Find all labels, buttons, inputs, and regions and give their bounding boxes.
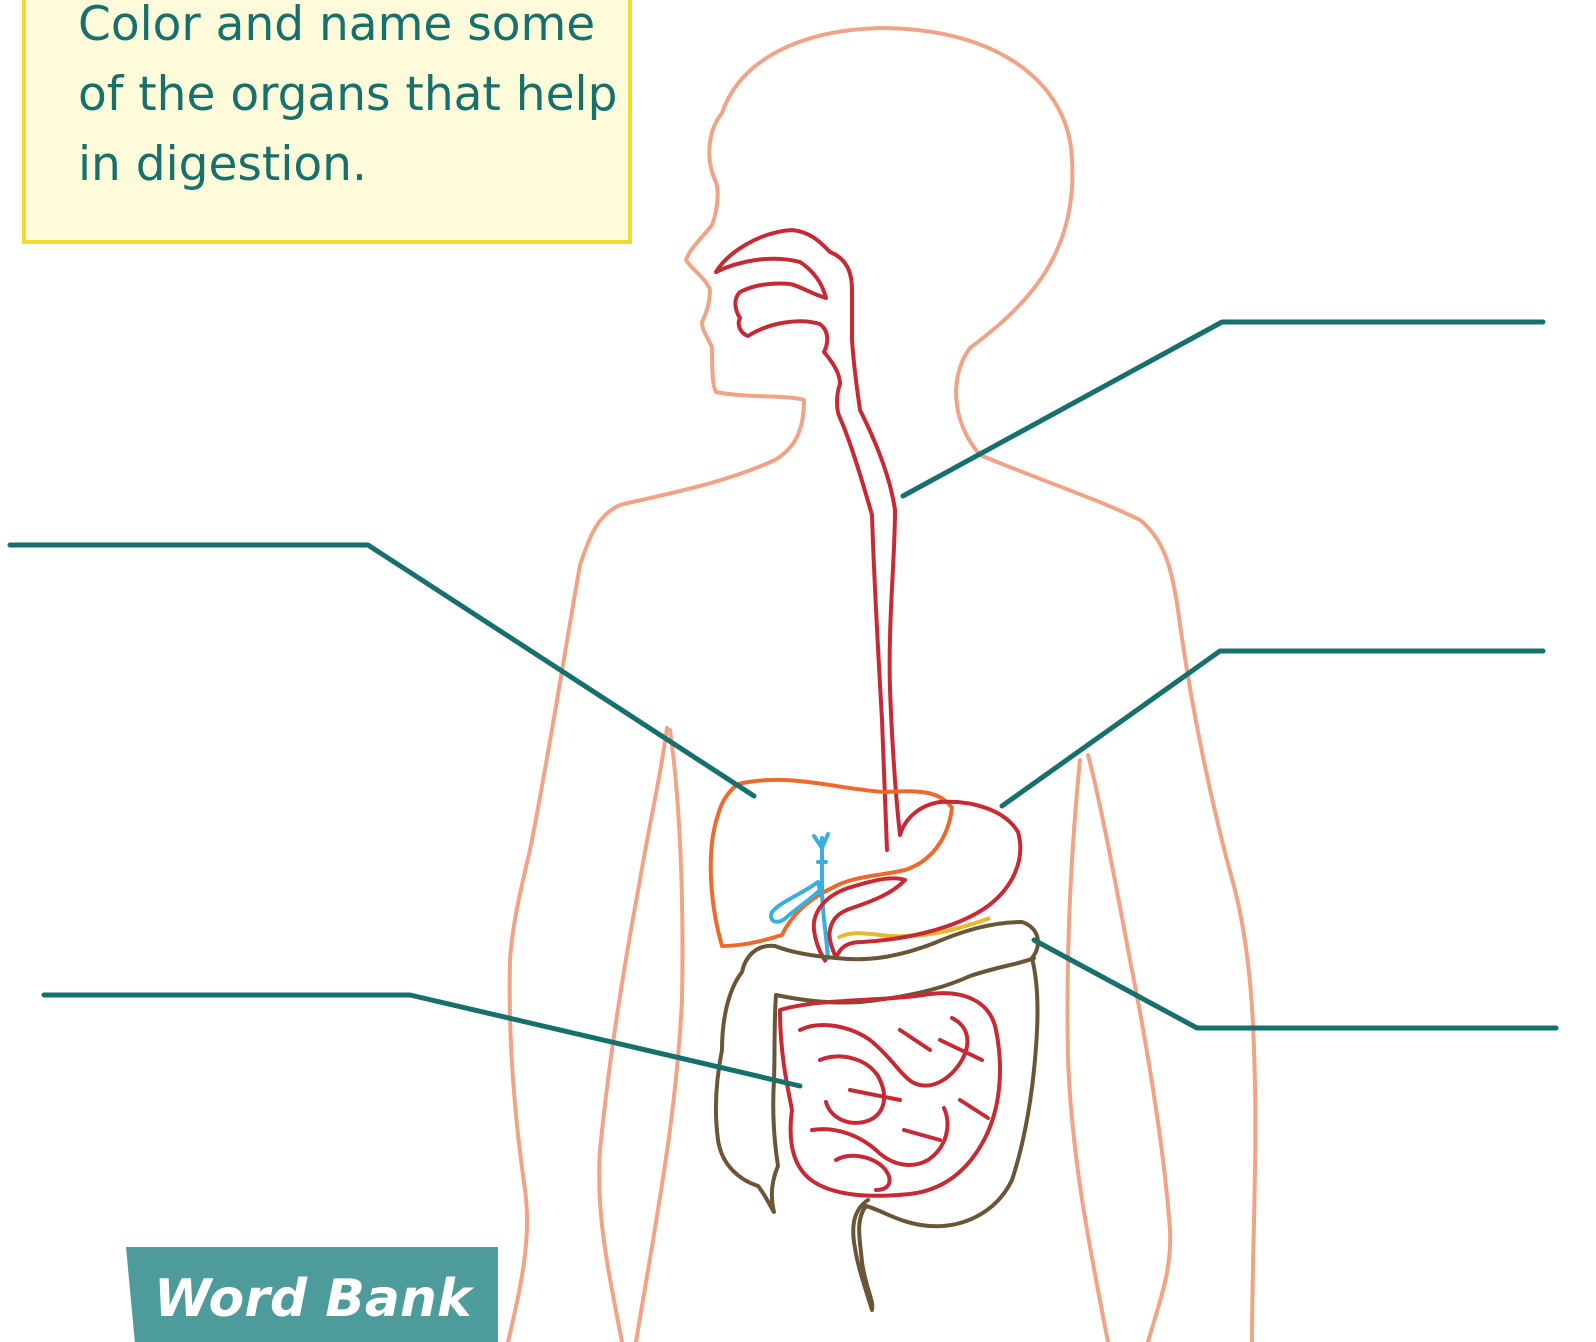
left-arm-inner-line <box>599 728 667 1342</box>
mouth-and-esophagus <box>716 230 900 850</box>
word-bank-tab: Word Bank <box>126 1247 498 1342</box>
instruction-box: Color and name some of the organs that h… <box>22 0 632 244</box>
word-bank-title: Word Bank <box>154 1269 472 1329</box>
large-intestine-label-line[interactable] <box>1034 940 1556 1028</box>
liver-label-line[interactable] <box>10 545 754 796</box>
small-intestine-coils <box>800 1018 988 1190</box>
right-arm-inner-line <box>1088 755 1170 1342</box>
right-waist-line <box>1068 760 1109 1342</box>
tongue-outline <box>716 259 887 850</box>
small-intestine-outer <box>780 993 1000 1196</box>
instruction-text: Color and name some of the organs that h… <box>78 0 638 200</box>
left-waist-line <box>636 730 683 1342</box>
small-intestine <box>780 993 1000 1196</box>
stomach-label-line[interactable] <box>1002 651 1543 806</box>
small-intestine-label-line[interactable] <box>44 995 800 1086</box>
leader-lines <box>10 322 1556 1086</box>
esophagus-label-line[interactable] <box>903 322 1543 496</box>
face-profile <box>508 113 804 1342</box>
